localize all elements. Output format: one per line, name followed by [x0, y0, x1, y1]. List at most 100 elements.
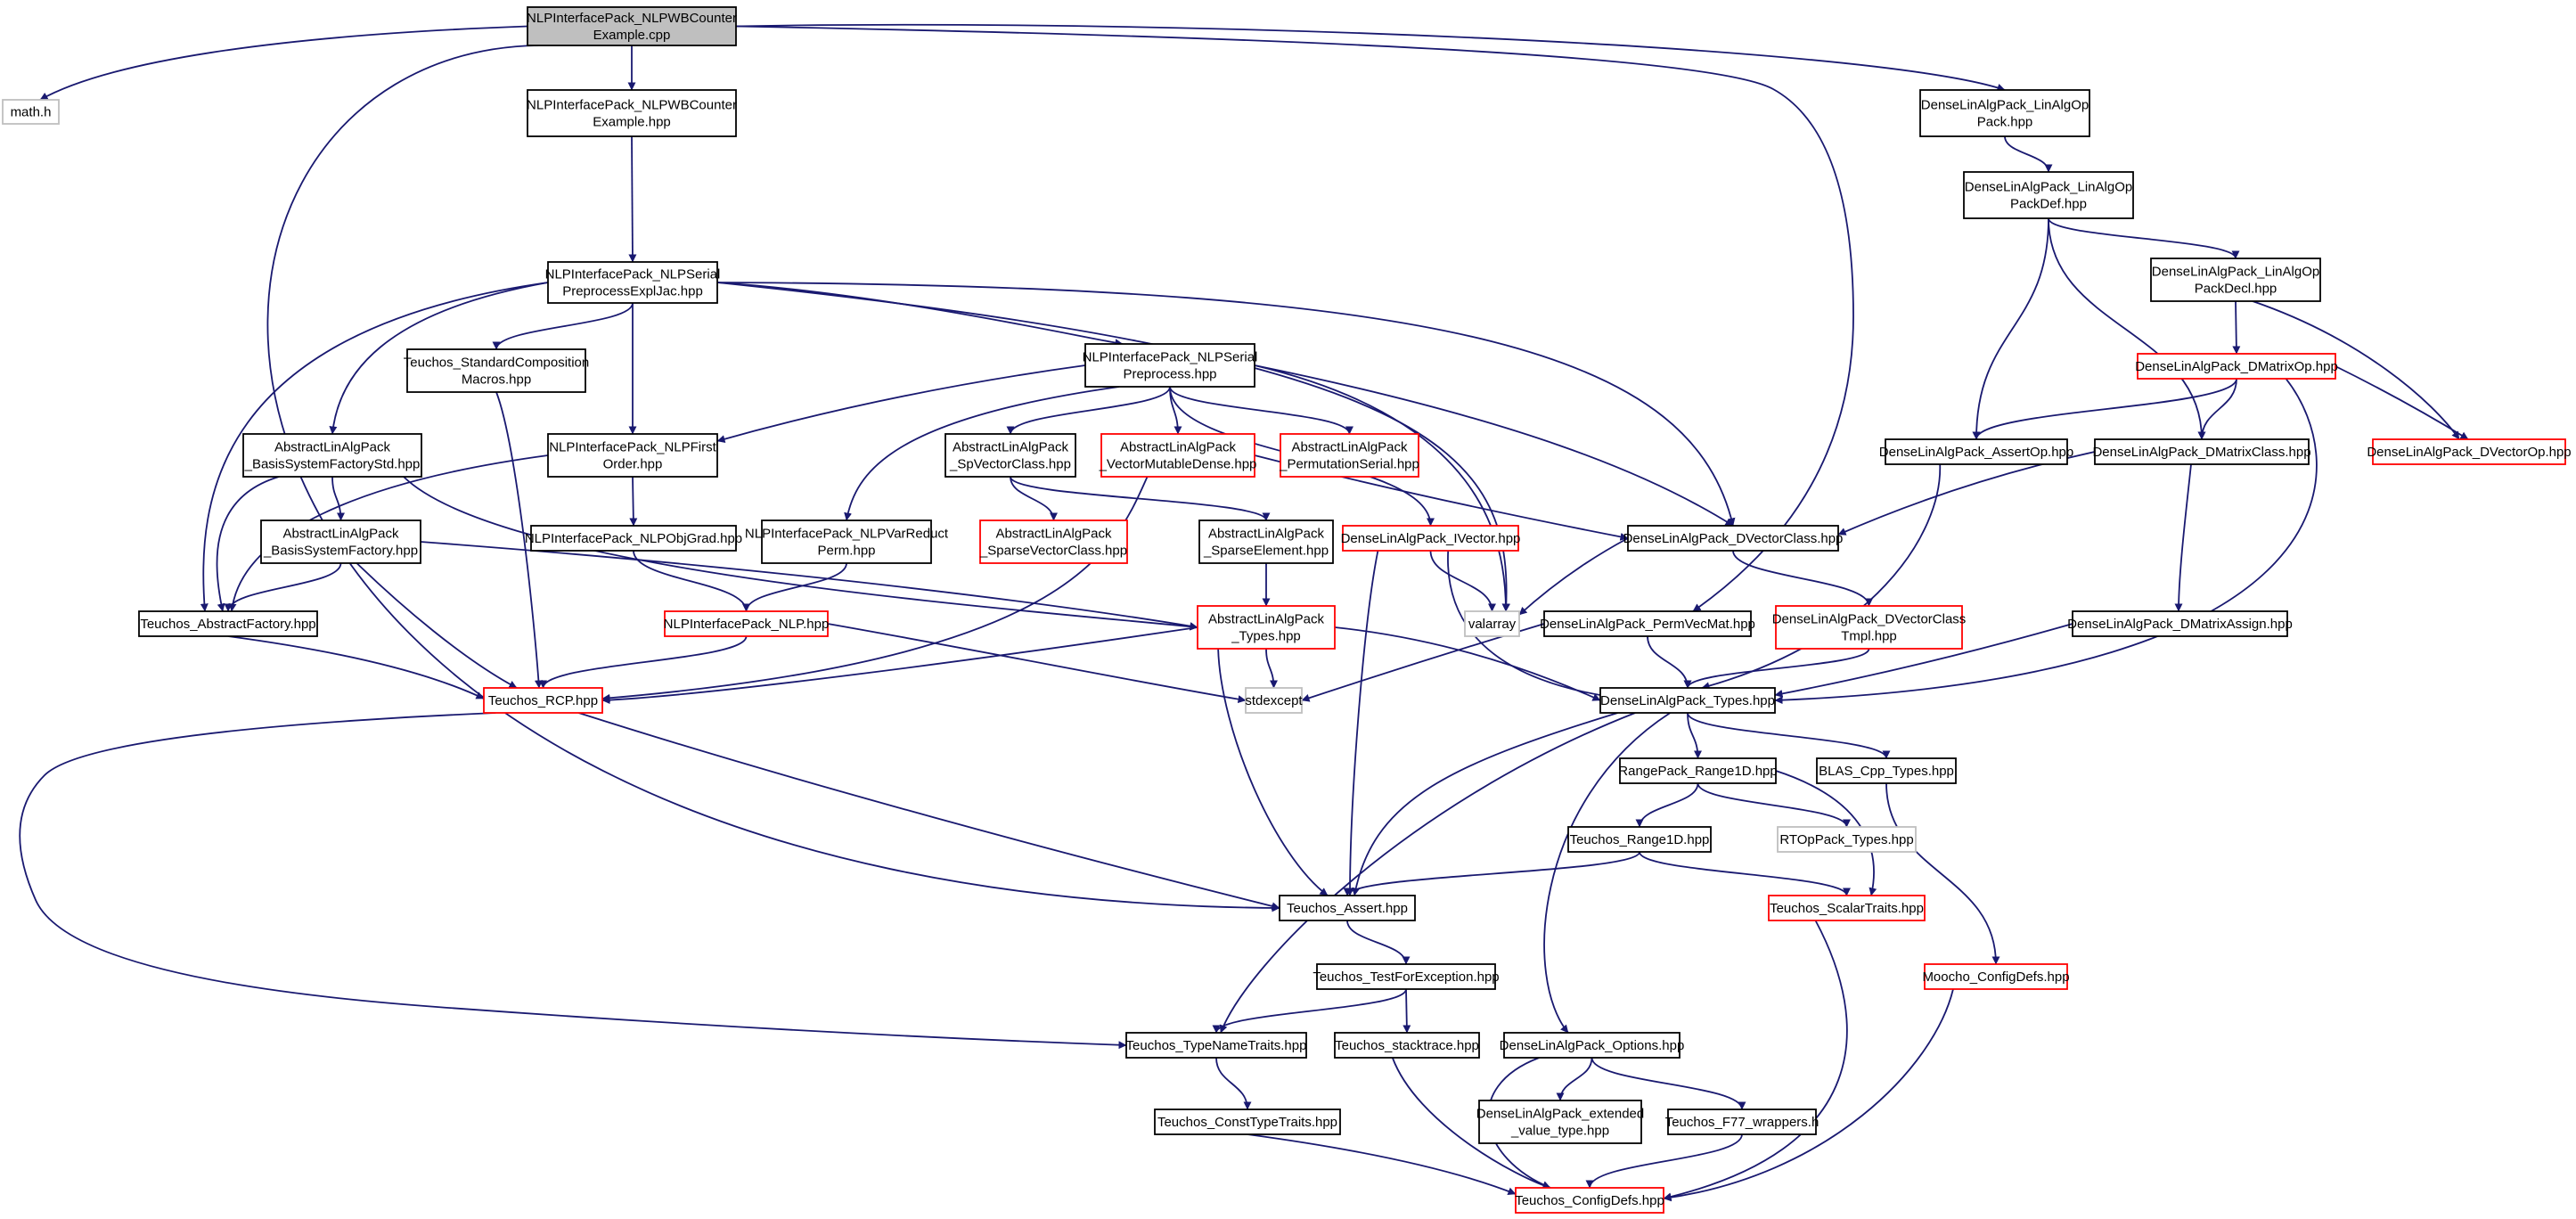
- node-label: Teuchos_ConfigDefs.hpp: [1515, 1193, 1664, 1208]
- node-box: [1924, 963, 2068, 990]
- node-teuchos-f77[interactable]: Teuchos_F77_wrappers.h: [1665, 1109, 1820, 1135]
- edge-nlpwb_hpp-to-nlpserial_expl: [628, 135, 637, 263]
- edge-alap_bsfstd-to-alap_bsf: [331, 476, 345, 521]
- edge-teuchos_testexc-to-teuchos_stack: [1402, 988, 1411, 1034]
- node-label: DenseLinAlgPack_DVectorOp.hpp: [2367, 445, 2571, 460]
- node-label: DenseLinAlgPack_DMatrixAssign.hpp: [2067, 617, 2293, 632]
- node-label: DenseLinAlgPack_PermVecMat.hpp: [1540, 617, 1755, 632]
- node-dla-ivector[interactable]: DenseLinAlgPack_IVector.hpp: [1341, 525, 1521, 552]
- node-dla-options[interactable]: DenseLinAlgPack_Options.hpp: [1500, 1032, 1685, 1059]
- node-teuchos-assert[interactable]: Teuchos_Assert.hpp: [1279, 895, 1416, 921]
- node-label: _BasisSystemFactoryStd.hpp: [244, 457, 421, 472]
- node-dla-types[interactable]: DenseLinAlgPack_Types.hpp: [1599, 687, 1776, 714]
- edge-alap_bsf-to-teuchos_rcp: [356, 562, 518, 689]
- node-teuchos-scalar[interactable]: Teuchos_ScalarTraits.hpp: [1768, 895, 1926, 921]
- node-label: Teuchos_TypeNameTraits.hpp: [1126, 1038, 1307, 1053]
- node-box: [1279, 895, 1416, 921]
- node-label: Macros.hpp: [462, 372, 531, 388]
- node-label: DenseLinAlgPack_extended: [1476, 1107, 1644, 1122]
- node-moocho-config[interactable]: Moocho_ConfigDefs.hpp: [1922, 963, 2070, 990]
- node-alap-bsfstd[interactable]: AbstractLinAlgPack_BasisSystemFactoryStd…: [242, 433, 422, 478]
- node-teuchos-typename[interactable]: Teuchos_TypeNameTraits.hpp: [1125, 1032, 1307, 1059]
- edge-arrow: [1254, 364, 1734, 527]
- node-stdexcept[interactable]: stdexcept: [1245, 687, 1303, 714]
- node-label: PackDef.hpp: [2010, 197, 2087, 212]
- edge-arrow: [1429, 550, 1496, 612]
- node-teuchos-stack[interactable]: Teuchos_stacktrace.hpp: [1334, 1032, 1480, 1059]
- node-alap-sparseel[interactable]: AbstractLinAlgPack_SparseElement.hpp: [1198, 520, 1334, 564]
- node-label: Teuchos_TestForException.hpp: [1313, 969, 1499, 985]
- node-teuchos-config[interactable]: Teuchos_ConfigDefs.hpp: [1515, 1187, 1664, 1214]
- node-nlp-nlp[interactable]: NLPInterfacePack_NLP.hpp: [664, 610, 830, 637]
- node-dla-dmatrixop[interactable]: DenseLinAlgPack_DMatrixOp.hpp: [2135, 353, 2338, 380]
- node-rangepack[interactable]: RangePack_Range1D.hpp: [1618, 757, 1778, 784]
- edge-nlpserial_expl-to-alap_bsfstd: [329, 282, 549, 435]
- node-rtop-types[interactable]: RTOpPack_Types.hpp: [1777, 826, 1917, 853]
- node-math[interactable]: math.h: [2, 99, 60, 125]
- edge-dla_types-to-teuchos_typename: [1219, 712, 1636, 1034]
- edge-nlp_objgrad-to-nlp_nlp: [633, 550, 750, 612]
- node-alap-types[interactable]: AbstractLinAlgPack_Types.hpp: [1197, 605, 1336, 650]
- edge-nlpserial_pre-to-valarray: [1254, 364, 1510, 612]
- node-alap-perm[interactable]: AbstractLinAlgPack_PermutationSerial.hpp: [1279, 433, 1419, 478]
- node-nlp-objgrad[interactable]: NLPInterfacePack_NLPObjGrad.hpp: [525, 525, 742, 552]
- node-dla-dvectorop[interactable]: DenseLinAlgPack_DVectorOp.hpp: [2367, 438, 2572, 465]
- node-alap-bsf[interactable]: AbstractLinAlgPack_BasisSystemFactory.hp…: [260, 520, 421, 564]
- edge-moocho_config-to-teuchos_config: [1663, 988, 1954, 1202]
- node-box: [1342, 525, 1519, 552]
- node-alap-spvec[interactable]: AbstractLinAlgPack_SpVectorClass.hpp: [945, 433, 1076, 478]
- edge-arrow: [2004, 135, 2053, 173]
- edge-root-to-dla_linalgop: [735, 23, 2006, 92]
- edge-arrow: [742, 562, 847, 612]
- edge-dla_dmatrixop-to-dla_assertop: [1972, 378, 2237, 440]
- edge-arrow: [735, 23, 2006, 92]
- edge-arrow: [228, 454, 549, 612]
- node-label: Teuchos_StandardComposition: [404, 356, 589, 371]
- edge-blas_types-to-moocho_config: [1885, 782, 2000, 965]
- edge-nlpserial_expl-to-teuchos_absfact: [200, 282, 549, 612]
- edge-alap_types-to-teuchos_assert: [1217, 648, 1329, 896]
- node-teuchos-testexc[interactable]: Teuchos_TestForException.hpp: [1313, 963, 1500, 990]
- edge-arrow: [1402, 988, 1411, 1034]
- edge-dla_linalgopdecl-to-dla_dvectorop: [2252, 300, 2460, 440]
- node-dla-dmatrixassign[interactable]: DenseLinAlgPack_DMatrixAssign.hpp: [2067, 610, 2293, 637]
- node-dla-assertop[interactable]: DenseLinAlgPack_AssertOp.hpp: [1879, 438, 2073, 465]
- node-label: NLPInterfacePack_NLPWBCounter: [527, 11, 737, 26]
- node-label: DenseLinAlgPack_IVector.hpp: [1341, 531, 1521, 546]
- node-dla-extvalue[interactable]: DenseLinAlgPack_extended_value_type.hpp: [1476, 1100, 1644, 1144]
- edge-arrow: [1215, 1057, 1252, 1110]
- node-teuchos-consttype[interactable]: Teuchos_ConstTypeTraits.hpp: [1154, 1109, 1341, 1135]
- edge-arrow: [1687, 712, 1702, 759]
- node-box: [1775, 605, 1963, 650]
- node-alap-vecmut[interactable]: AbstractLinAlgPack_VectorMutableDense.hp…: [1099, 433, 1257, 478]
- node-dla-dvectorclass[interactable]: DenseLinAlgPack_DVectorClass.hpp: [1623, 525, 1844, 552]
- node-alap-sparsevec[interactable]: AbstractLinAlgPack_SparseVectorClass.hpp: [979, 520, 1128, 564]
- edge-arrow: [633, 550, 750, 612]
- node-dla-dmatrixclass[interactable]: DenseLinAlgPack_DMatrixClass.hpp: [2092, 438, 2311, 465]
- file-nodes: NLPInterfacePack_NLPWBCounterExample.cpp…: [2, 6, 2572, 1214]
- node-teuchos-range1d[interactable]: Teuchos_Range1D.hpp: [1567, 826, 1712, 853]
- node-teuchos-rcp[interactable]: Teuchos_RCP.hpp: [483, 687, 603, 714]
- node-teuchos-absfact[interactable]: Teuchos_AbstractFactory.hpp: [138, 610, 318, 637]
- edge-arrow: [1169, 386, 1353, 435]
- node-dla-permvec[interactable]: DenseLinAlgPack_PermVecMat.hpp: [1540, 610, 1755, 637]
- edge-arrow: [331, 476, 345, 521]
- edge-arrow: [1663, 988, 1954, 1202]
- edge-arrow: [1701, 463, 1942, 691]
- node-box: [406, 348, 586, 393]
- node-blas-types[interactable]: BLAS_Cpp_Types.hpp: [1816, 757, 1957, 784]
- node-nlpserial-expl[interactable]: NLPInterfacePack_NLPSerialPreprocessExpl…: [545, 261, 721, 304]
- edge-arrow: [1663, 920, 1848, 1201]
- node-label: Tmpl.hpp: [1841, 629, 1897, 644]
- node-valarray[interactable]: valarray: [1464, 610, 1520, 637]
